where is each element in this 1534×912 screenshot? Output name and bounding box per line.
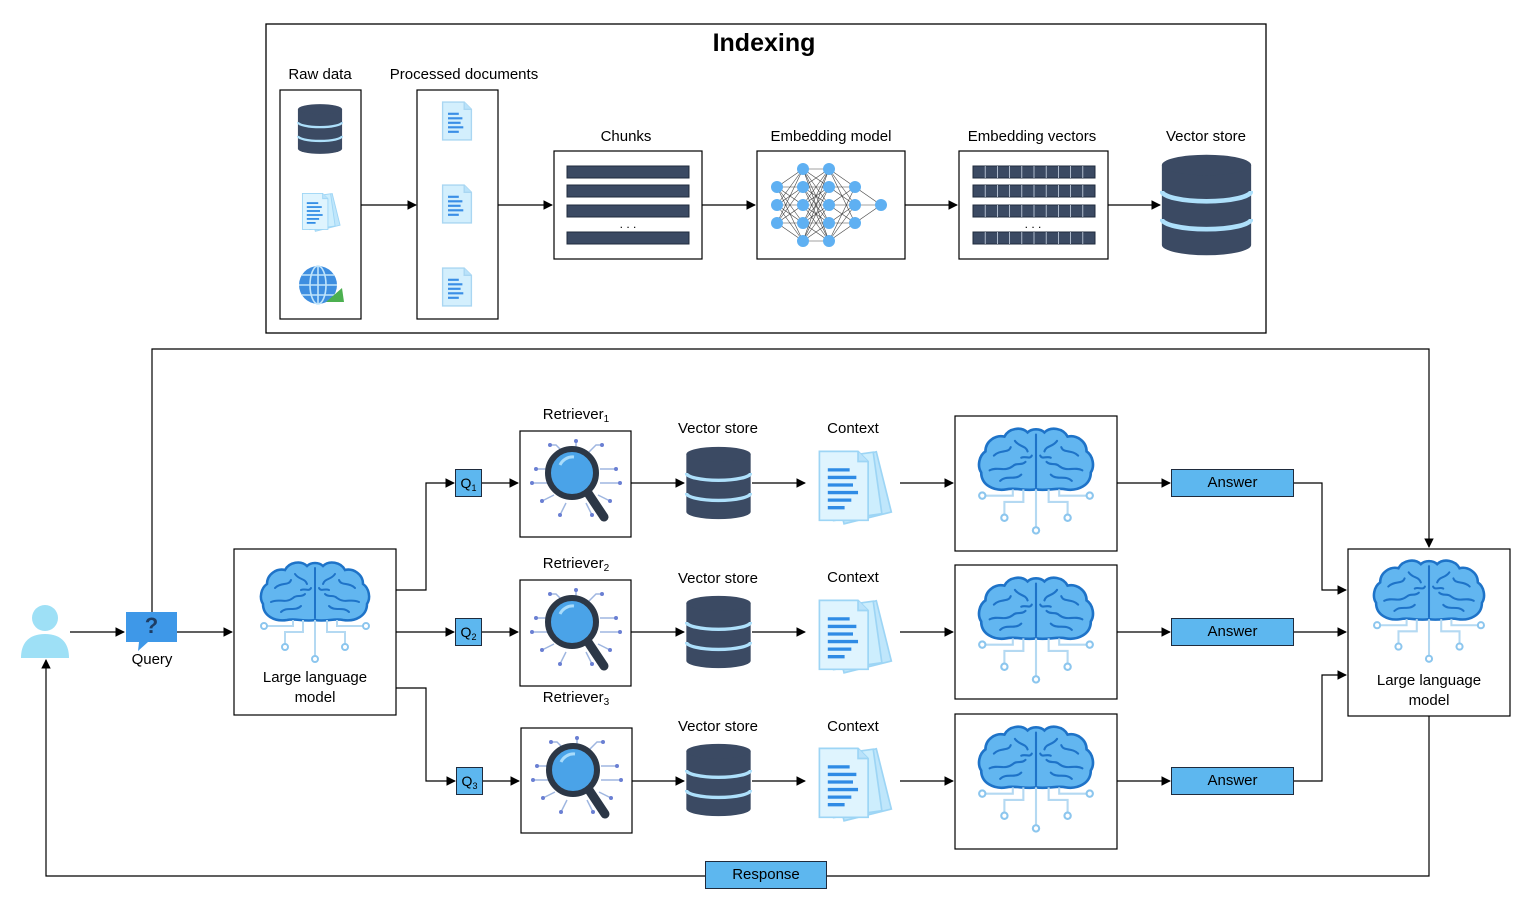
- context-1-label: Context: [827, 420, 879, 437]
- answer-1[interactable]: Answer: [1171, 469, 1294, 497]
- answer-2[interactable]: Answer: [1171, 618, 1294, 646]
- vectors-ellipsis: . . .: [1024, 217, 1042, 231]
- final-llm-label-line2: model: [1408, 692, 1450, 709]
- indexing-panel: [265, 23, 1267, 334]
- query-label: Query: [131, 651, 173, 668]
- embedding-model-label: Embedding model: [770, 128, 892, 145]
- vector-store-icon: [685, 742, 752, 818]
- document-icon: [441, 101, 473, 141]
- q2-box[interactable]: Q2: [455, 618, 482, 646]
- context-documents-icon: [817, 449, 894, 526]
- context-3-label: Context: [827, 718, 879, 735]
- context-2-label: Context: [827, 569, 879, 586]
- vector-store-3-label: Vector store: [677, 718, 759, 735]
- embedding-vector-grid: [972, 165, 1096, 245]
- llm-label-line1: Large language: [262, 669, 368, 686]
- q1-box[interactable]: Q1: [455, 469, 482, 497]
- vector-store-icon: [685, 594, 752, 670]
- chunks-ellipsis: . . .: [619, 217, 637, 231]
- final-llm-label-line1: Large language: [1376, 672, 1482, 689]
- context-documents-icon: [817, 746, 894, 823]
- vector-store-icon: [1162, 155, 1251, 255]
- vector-store-2-label: Vector store: [677, 570, 759, 587]
- processed-documents-label: Processed documents: [389, 66, 539, 83]
- retriever-1-label: Retriever1: [542, 406, 610, 425]
- raw-data-label: Raw data: [288, 66, 352, 83]
- document-icon: [441, 267, 473, 307]
- document-icon: [441, 184, 473, 224]
- vector-store-icon: [685, 445, 752, 521]
- database-icon: [297, 102, 343, 156]
- llm-label-line2: model: [294, 689, 336, 706]
- retriever-3-label: Retriever3: [542, 689, 610, 708]
- globe-icon: [299, 265, 344, 305]
- chunks-label: Chunks: [600, 128, 652, 145]
- context-documents-icon: [817, 598, 894, 675]
- q3-box[interactable]: Q3: [456, 767, 483, 795]
- user-icon[interactable]: [21, 605, 69, 658]
- retriever-2-label: Retriever2: [542, 555, 610, 574]
- indexing-title: Indexing: [712, 29, 816, 57]
- query-icon[interactable]: [126, 612, 177, 651]
- embedding-vectors-label: Embedding vectors: [967, 128, 1097, 145]
- answer-3[interactable]: Answer: [1171, 767, 1294, 795]
- chunk-bars: [566, 165, 690, 245]
- query-mark: ?: [144, 613, 159, 638]
- response-label[interactable]: Response: [705, 861, 827, 889]
- vector-store-label: Vector store: [1165, 128, 1247, 145]
- vector-store-1-label: Vector store: [677, 420, 759, 437]
